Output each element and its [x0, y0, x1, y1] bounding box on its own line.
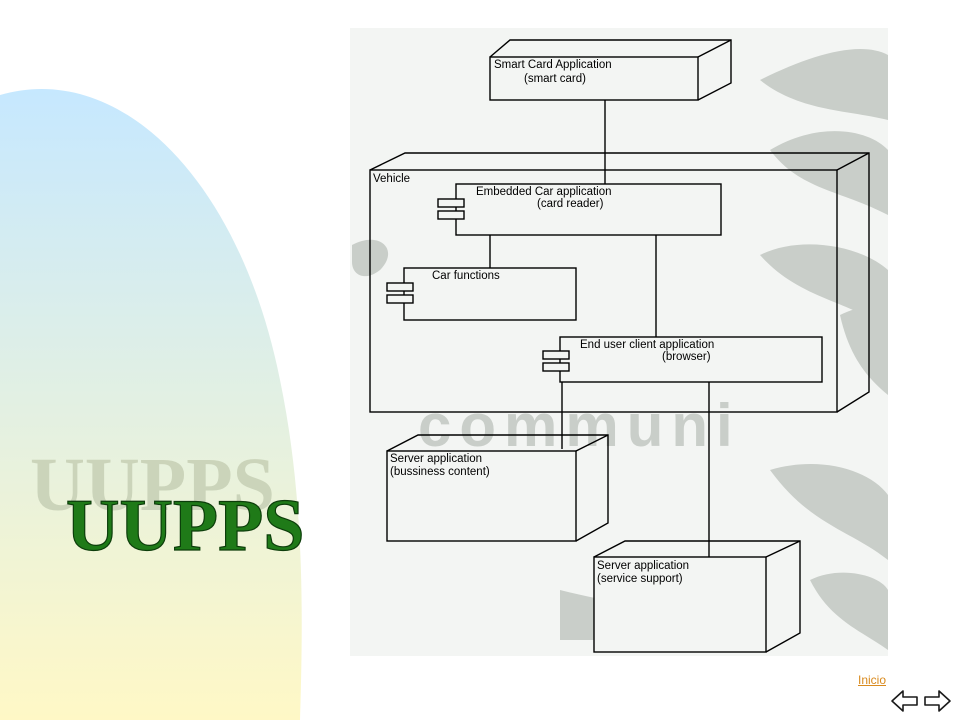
node-server-business — [386, 434, 609, 542]
home-link[interactable]: Inicio — [858, 673, 887, 687]
node-vehicle — [369, 152, 870, 413]
node-server-support-title: Server application — [597, 560, 689, 572]
node-server-support-subtitle: (service support) — [597, 573, 683, 585]
component-car-functions — [386, 267, 577, 321]
node-server-support — [593, 540, 801, 653]
node-smart-card-title: Smart Card Application — [494, 59, 612, 71]
background-gradient-shape — [0, 88, 302, 720]
component-embedded-subtitle: (card reader) — [537, 198, 604, 210]
component-car-functions-title: Car functions — [432, 270, 500, 282]
connection-lines — [489, 100, 710, 557]
watermark-graphic — [352, 49, 888, 650]
component-embedded — [437, 183, 722, 236]
component-embedded-title: Embedded Car application — [476, 186, 612, 198]
watermark-word: communi — [418, 392, 741, 459]
arrow-left-icon[interactable] — [890, 688, 920, 714]
node-server-business-subtitle: (bussiness content) — [390, 466, 490, 478]
node-server-business-title: Server application — [390, 453, 482, 465]
component-end-user-title: End user client application — [580, 339, 714, 351]
brand-logo: UUPPS — [66, 485, 304, 567]
brand-logo-shadow: UUPPS — [30, 443, 275, 527]
node-smart-card — [489, 39, 732, 101]
component-end-user — [542, 336, 823, 383]
arrow-right-icon[interactable] — [922, 688, 952, 714]
node-vehicle-label: Vehicle — [373, 173, 410, 185]
component-end-user-subtitle: (browser) — [662, 351, 711, 363]
node-smart-card-subtitle: (smart card) — [524, 73, 586, 85]
